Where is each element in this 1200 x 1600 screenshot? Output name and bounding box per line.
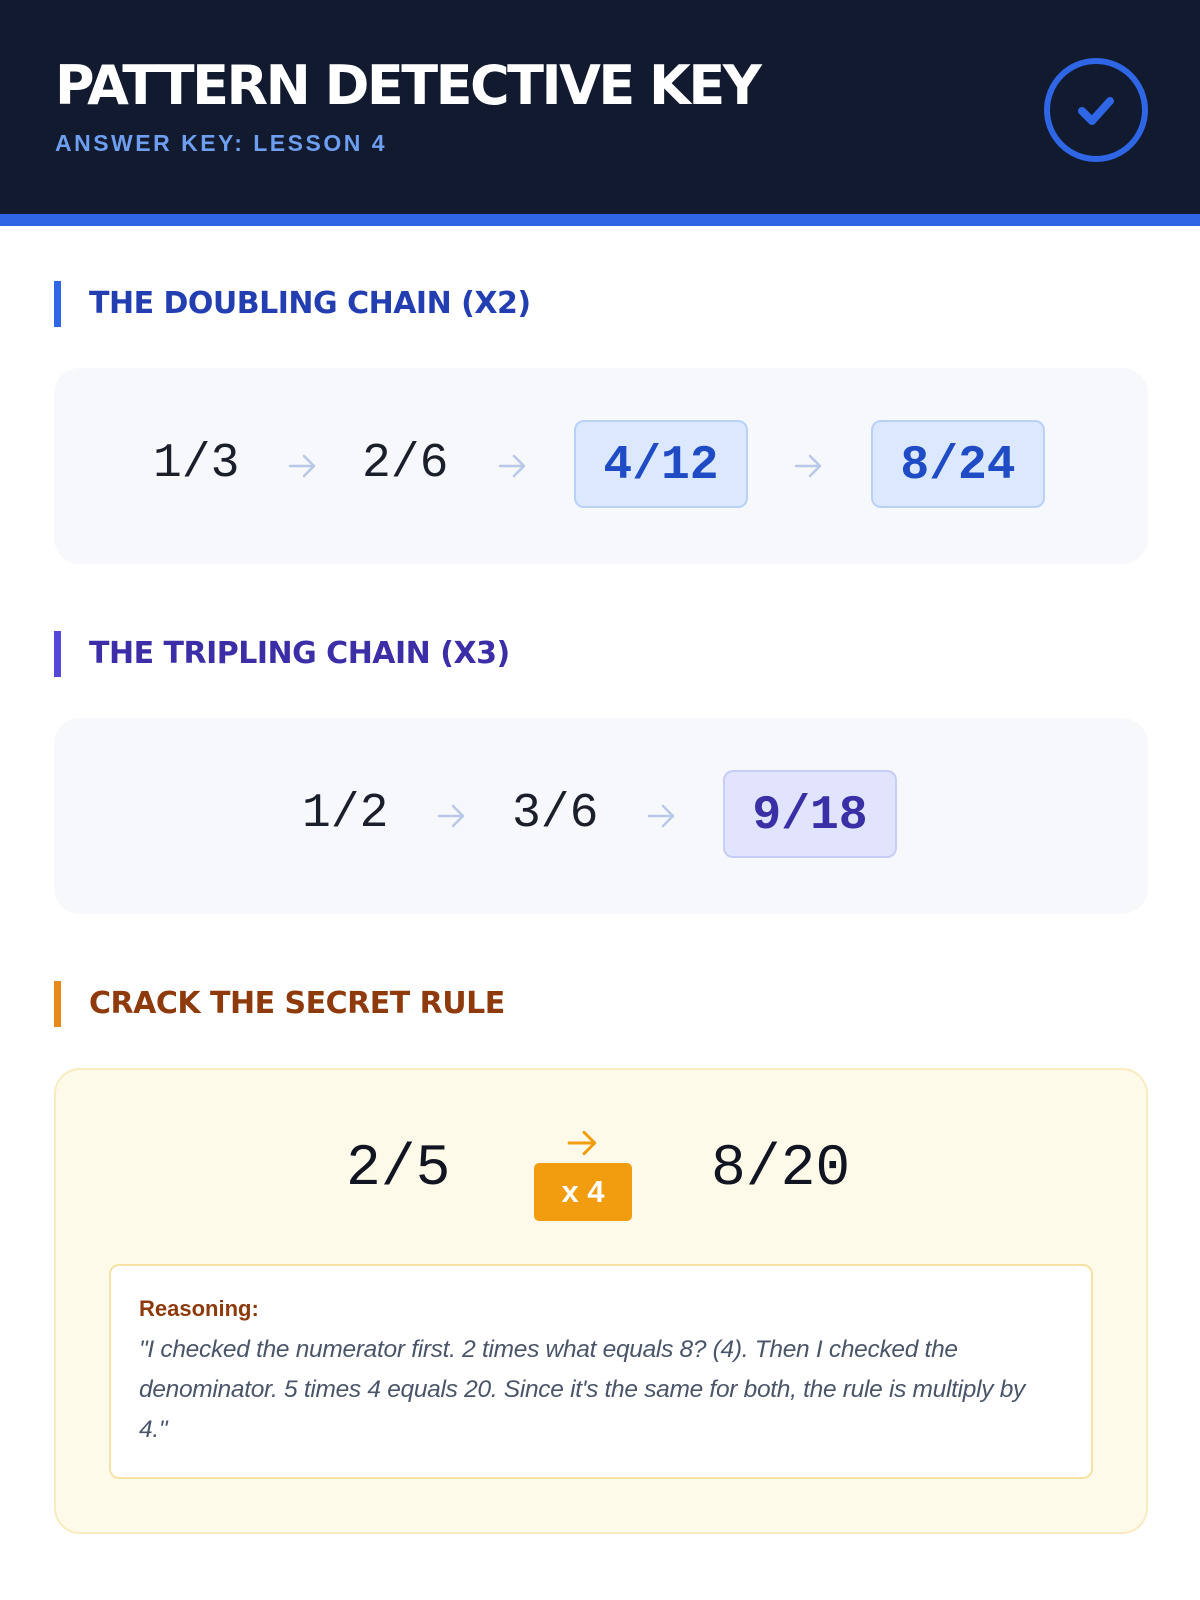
arrow-right-icon bbox=[567, 1130, 597, 1156]
doubling-answer-1: 4/12 bbox=[574, 420, 748, 508]
arrow-right-icon bbox=[647, 804, 675, 828]
rule-start-fraction: 2/5 bbox=[346, 1137, 451, 1202]
tripling-answer-1: 9/18 bbox=[723, 770, 897, 858]
page-subtitle: ANSWER KEY: LESSON 4 bbox=[55, 130, 387, 156]
doubling-fraction-2: 2/6 bbox=[362, 437, 449, 491]
check-circle-icon bbox=[1044, 58, 1148, 162]
doubling-chain-heading: THE DOUBLING CHAIN (X2) bbox=[54, 281, 531, 327]
tripling-fraction-2: 3/6 bbox=[512, 787, 599, 841]
doubling-fraction-1: 1/3 bbox=[153, 437, 240, 491]
doubling-answer-2: 8/24 bbox=[871, 420, 1045, 508]
reasoning-label: Reasoning: bbox=[139, 1296, 259, 1321]
tripling-fraction-1: 1/2 bbox=[302, 787, 389, 841]
reasoning-text: "I checked the numerator first. 2 times … bbox=[139, 1336, 1025, 1443]
secret-rule-heading: CRACK THE SECRET RULE bbox=[54, 981, 505, 1027]
rule-end-fraction: 8/20 bbox=[711, 1137, 851, 1202]
rule-multiplier-badge: x 4 bbox=[534, 1163, 632, 1221]
page-title: PATTERN DETECTIVE KEY bbox=[55, 54, 762, 117]
tripling-chain-card bbox=[54, 718, 1148, 914]
tripling-chain-heading: THE TRIPLING CHAIN (X3) bbox=[54, 631, 510, 677]
arrow-right-icon bbox=[498, 454, 526, 478]
arrow-right-icon bbox=[288, 454, 316, 478]
reasoning-box: Reasoning: "I checked the numerator firs… bbox=[109, 1264, 1093, 1479]
page-header: PATTERN DETECTIVE KEY ANSWER KEY: LESSON… bbox=[0, 0, 1200, 226]
arrow-right-icon bbox=[437, 804, 465, 828]
arrow-right-icon bbox=[794, 454, 822, 478]
